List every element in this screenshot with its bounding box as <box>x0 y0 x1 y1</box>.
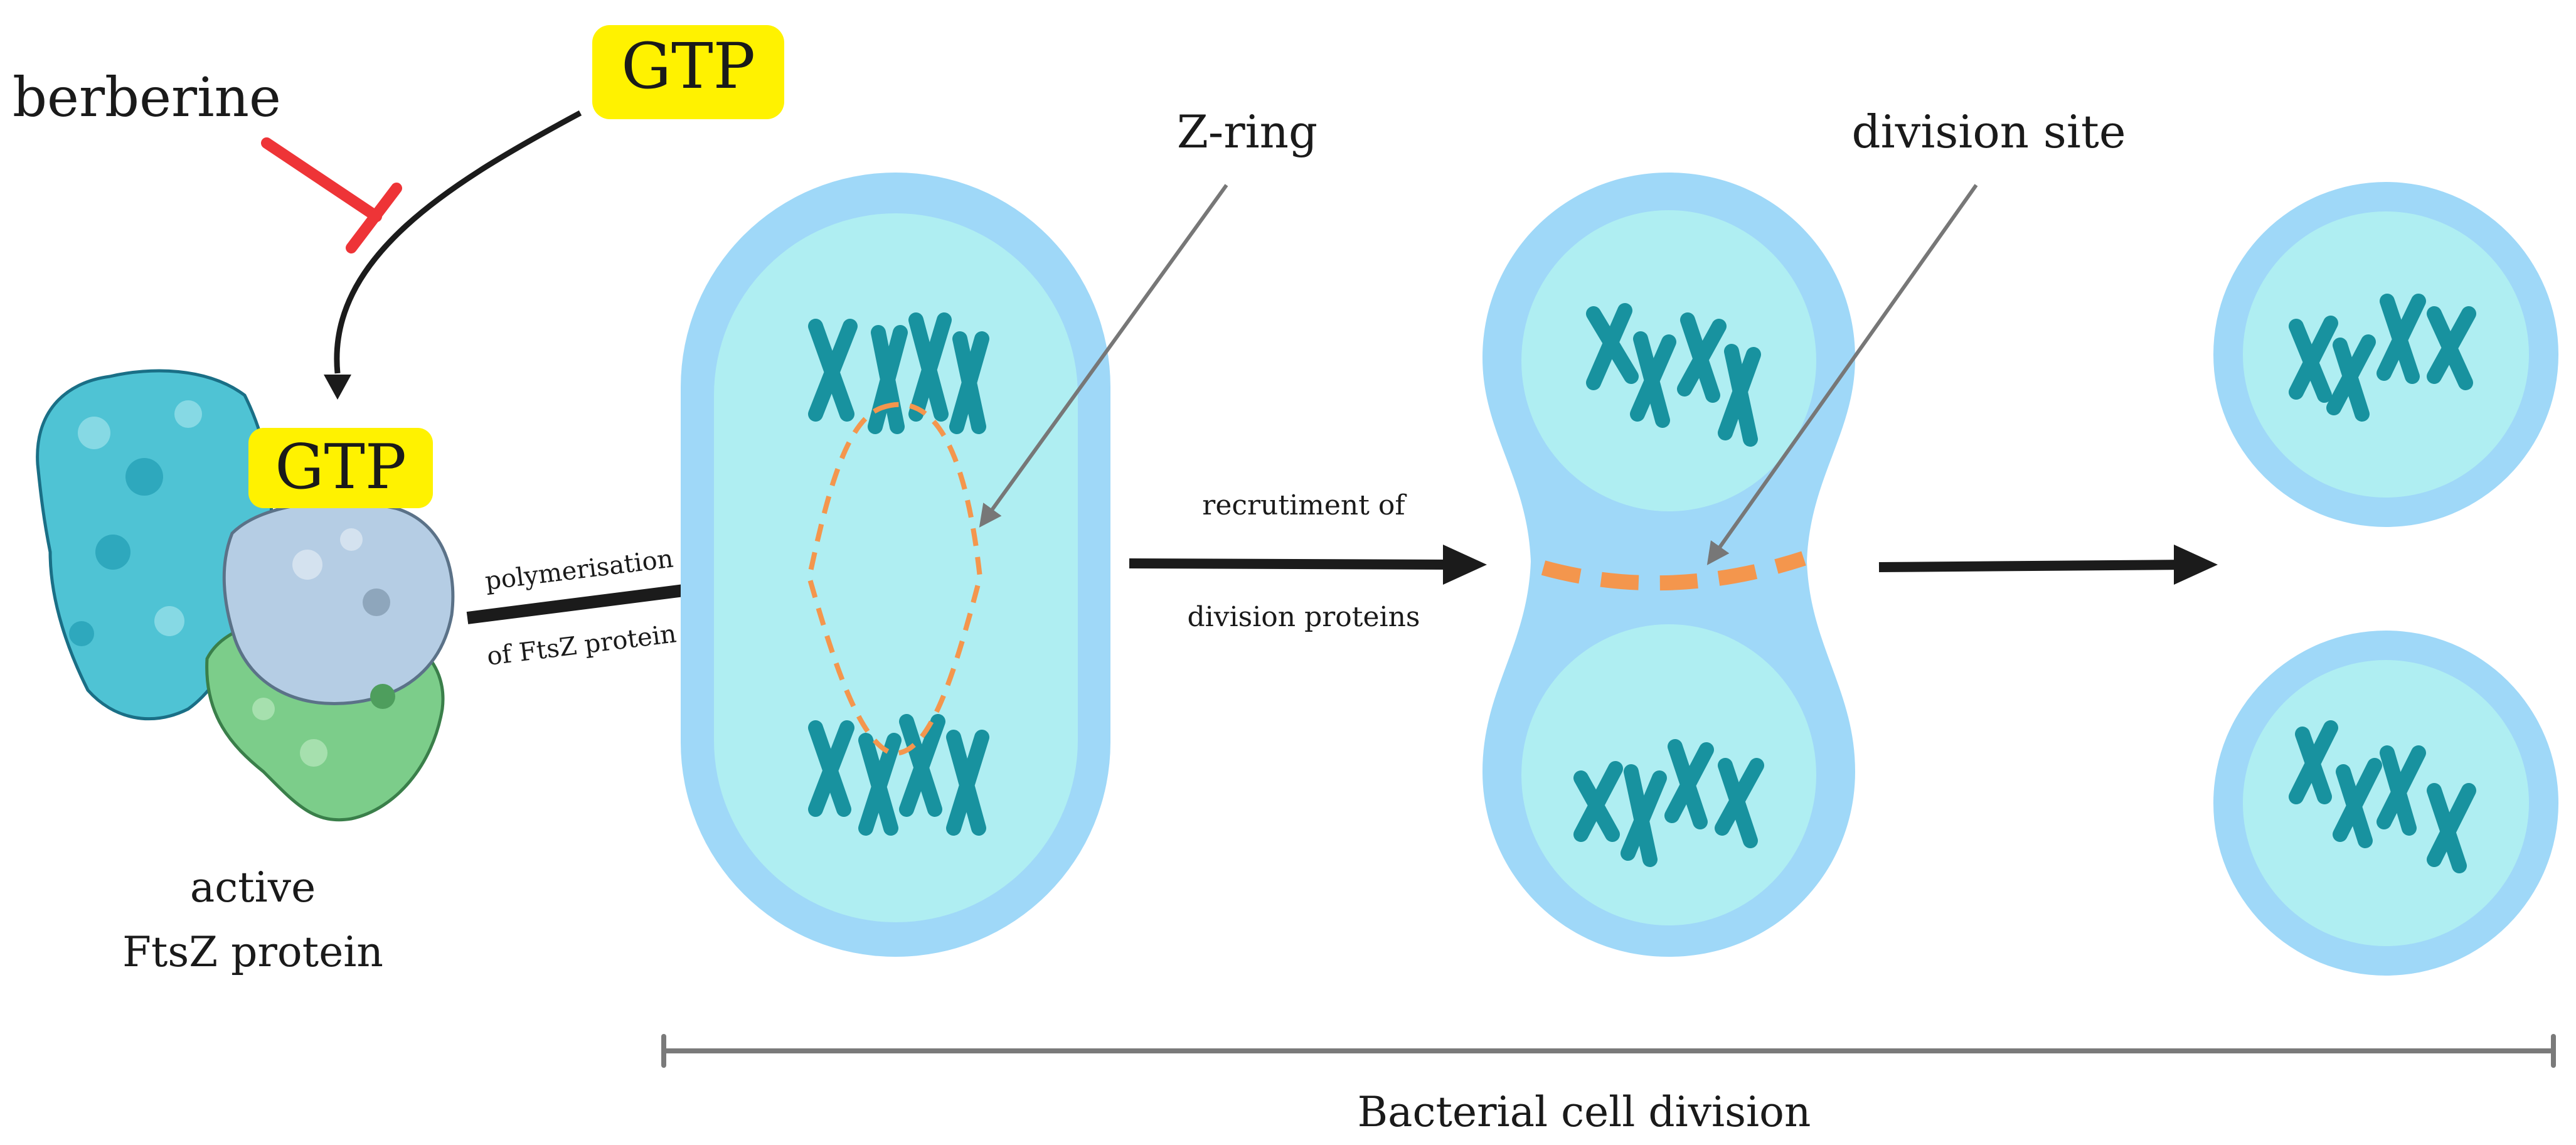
gtp-binding-arrow <box>324 110 582 400</box>
gtp-badge-free: GTP <box>592 25 784 119</box>
process-span-bracket <box>661 1034 2556 1068</box>
recruitment-label-line1: recrutiment of <box>1202 489 1407 521</box>
chromosome-group-daughter-bottom <box>2289 720 2476 873</box>
elongated-cell <box>681 173 1110 957</box>
gtp-label-bound: GTP <box>275 432 407 503</box>
chromosome-group-daughter-top <box>2289 294 2476 422</box>
z-ring-label: Z-ring <box>1177 105 1317 158</box>
division-site-ring <box>1541 551 1806 591</box>
z-ring-pointer <box>979 184 1228 528</box>
division-site-label: division site <box>1852 105 2126 158</box>
chromosome-group-bottom <box>808 714 989 836</box>
chromosome-group-lower-daughter <box>1573 739 1764 867</box>
protein-label-line2: FtsZ protein <box>122 928 383 976</box>
berberine-label: berberine <box>13 67 281 129</box>
process-span-label: Bacterial cell division <box>1358 1088 1811 1136</box>
gtp-badge-bound: GTP <box>248 428 433 508</box>
chromosome-group-upper-daughter <box>1586 303 1761 447</box>
division-site-pointer <box>1706 184 1978 565</box>
chromosome-group-top <box>808 312 989 434</box>
recruitment-arrow <box>1129 545 1487 585</box>
polymerisation-label-line2: of FtsZ protein <box>486 619 678 671</box>
protein-label-line1: active <box>190 863 316 912</box>
gtp-label-free: GTP <box>621 29 755 103</box>
ftsz-protein-structure-icon <box>36 369 455 822</box>
separation-arrow <box>1878 545 2218 585</box>
inhibition-icon <box>261 137 402 253</box>
recruitment-label-line2: division proteins <box>1187 601 1420 633</box>
polymerisation-label-line1: polymerisation <box>484 545 675 596</box>
